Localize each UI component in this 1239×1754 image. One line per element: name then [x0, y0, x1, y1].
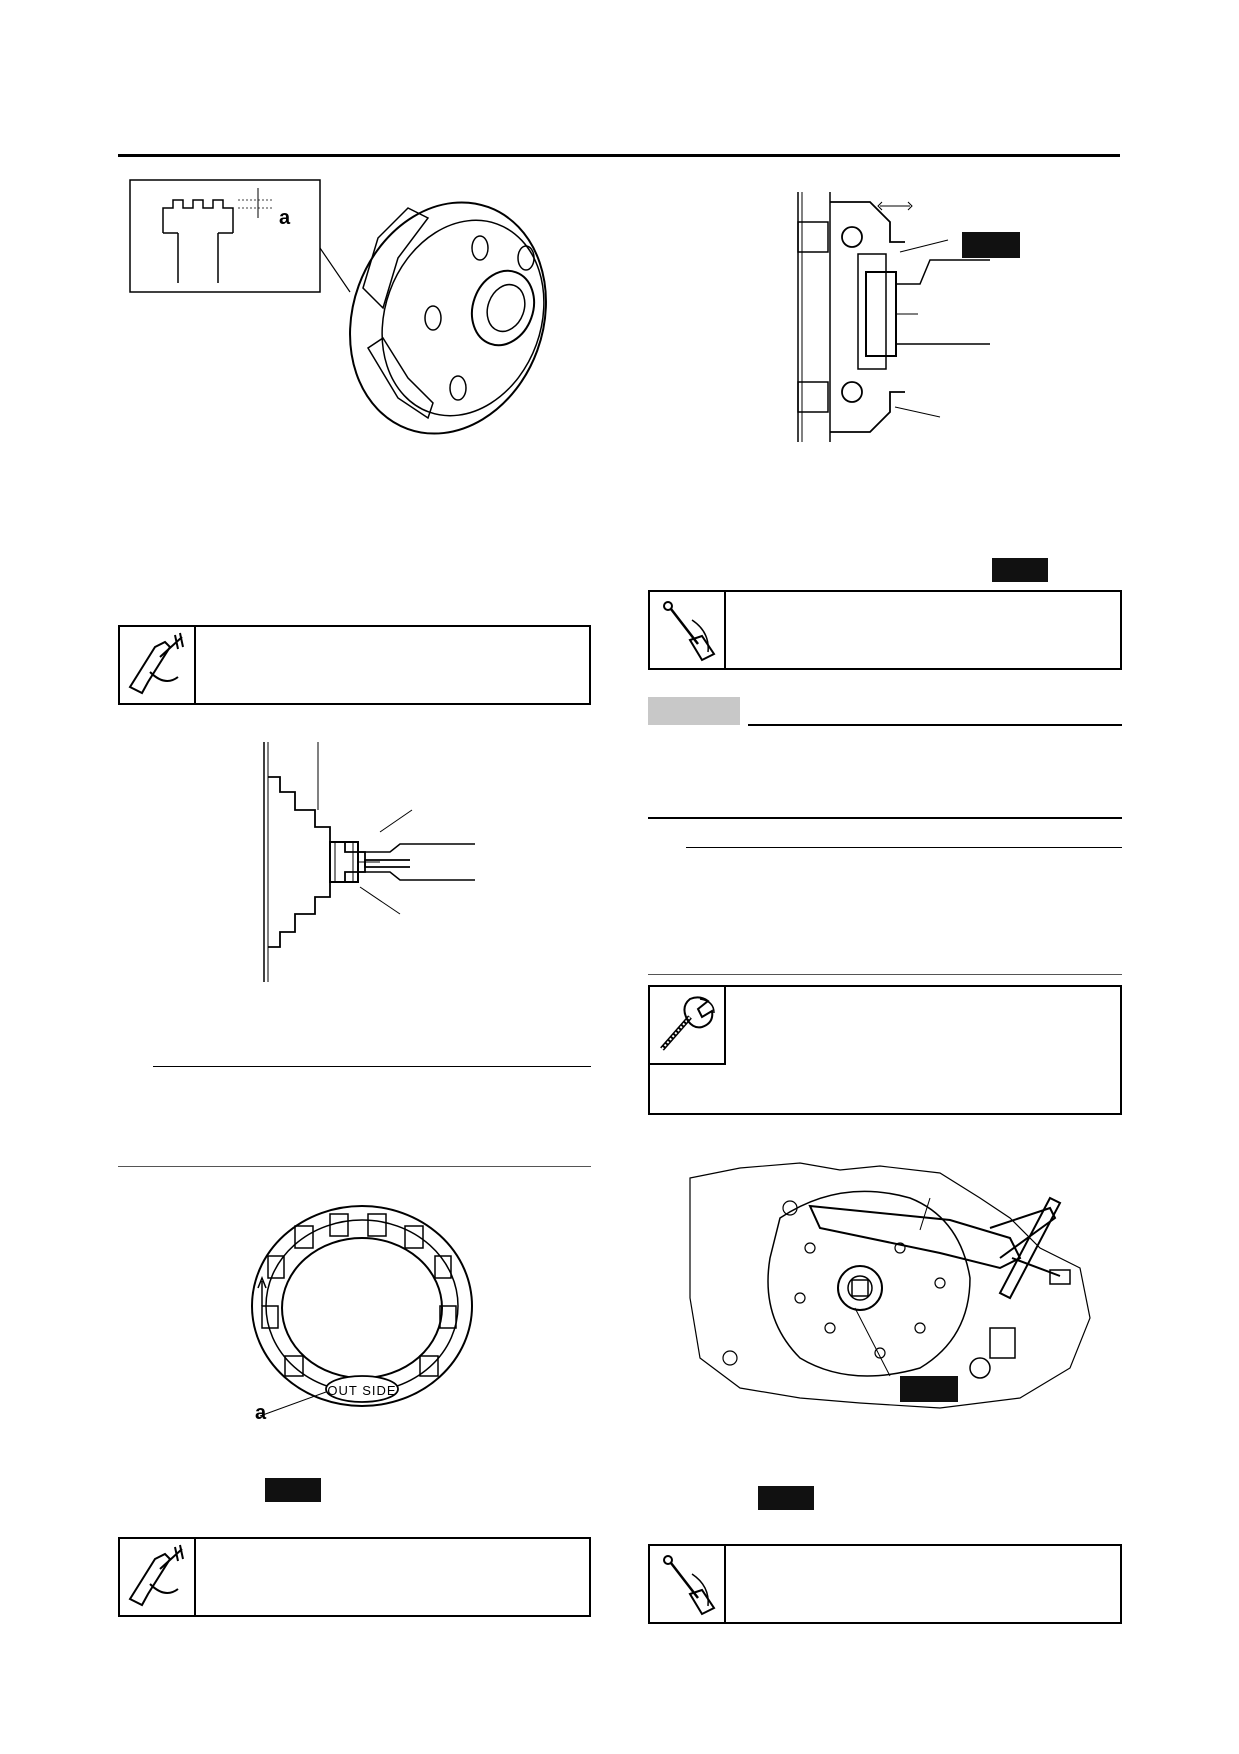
note-rule-right-2	[648, 974, 1122, 975]
spec-box-special-tool	[648, 985, 1122, 1115]
one-way-clutch-ring-illustration: OUT SIDE	[240, 1196, 480, 1431]
out-side-ring-label: OUT SIDE	[327, 1383, 396, 1398]
starter-clutch-illustration	[128, 178, 568, 438]
engine-holder-tool-illustration	[680, 1158, 1100, 1413]
note-rule-right-1	[686, 847, 1122, 848]
spec-box-measure-2	[118, 1537, 591, 1617]
note-rule-left-2	[118, 1166, 591, 1167]
spec-box-torque-2	[648, 1544, 1122, 1624]
special-tool-icon	[650, 987, 726, 1065]
section-rule-right-2	[648, 817, 1122, 819]
black-label-tag-right-2	[992, 558, 1048, 582]
spec-box-torque-1	[648, 590, 1122, 670]
black-label-tag-left	[265, 1478, 321, 1502]
torque-wrench-icon	[650, 592, 726, 668]
header-rule	[118, 154, 1120, 157]
figure-1-callout-a: a	[279, 207, 291, 229]
black-label-tag-right-4	[758, 1486, 814, 1510]
black-label-tag-right-1	[962, 232, 1020, 258]
section-rule-right-1	[748, 724, 1122, 726]
grey-label-tag	[648, 697, 740, 725]
note-rule-left-1	[153, 1066, 591, 1067]
seal-cross-section-illustration	[790, 192, 1010, 442]
black-label-tag-right-3	[900, 1376, 958, 1402]
caliper-measure-icon	[120, 627, 196, 703]
figure-5-callout-a: a	[255, 1402, 267, 1424]
bearing-cross-section-illustration	[250, 742, 480, 982]
spec-box-measure-1	[118, 625, 591, 705]
caliper-measure-icon	[120, 1539, 196, 1615]
torque-wrench-icon	[650, 1546, 726, 1622]
